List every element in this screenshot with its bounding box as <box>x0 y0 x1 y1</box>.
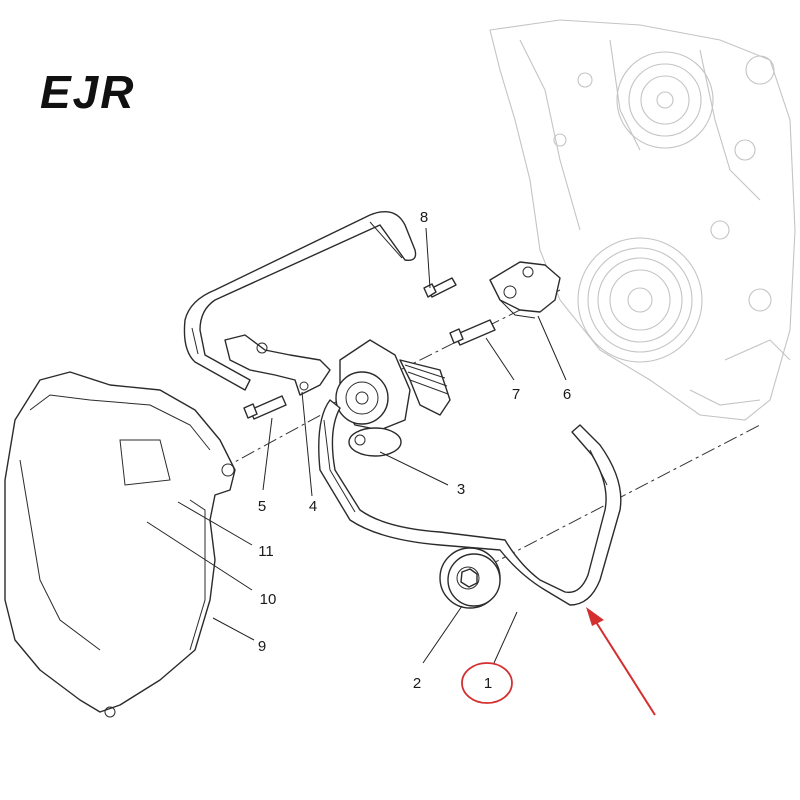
callout-4: 4 <box>309 498 317 515</box>
callout-10: 10 <box>260 591 277 608</box>
highlight-circle <box>461 662 513 704</box>
callout-1: 1 <box>484 675 492 692</box>
highlight-arrow-head <box>586 607 604 626</box>
callout-5: 5 <box>258 498 266 515</box>
brand-logo: EJR <box>40 66 135 118</box>
belt-tensioner <box>335 339 451 457</box>
callout-11: 11 <box>258 543 274 560</box>
callout-8: 8 <box>420 209 428 226</box>
highlight-arrow-shaft <box>595 621 656 716</box>
idler-pulley <box>439 547 501 609</box>
upper-belt-loop <box>183 211 417 391</box>
highlight-annotation <box>461 607 656 716</box>
bolt-5 <box>243 395 287 420</box>
idler-bracket <box>224 334 331 396</box>
serpentine-belt <box>318 399 622 606</box>
callout-2: 2 <box>413 675 421 692</box>
engine-block <box>489 19 796 421</box>
callout-9: 9 <box>258 638 266 655</box>
bolt-8 <box>423 277 457 298</box>
front-cover <box>4 371 236 718</box>
bolt-7 <box>449 319 496 346</box>
callout-6: 6 <box>563 386 571 403</box>
callout-7: 7 <box>512 386 520 403</box>
callout-3: 3 <box>457 481 465 498</box>
callout-labels: 1 2 3 4 5 6 7 8 9 10 11 <box>258 209 571 692</box>
mounting-bracket <box>489 261 561 319</box>
leader-lines <box>146 227 567 664</box>
logo-text: EJR <box>40 66 135 118</box>
